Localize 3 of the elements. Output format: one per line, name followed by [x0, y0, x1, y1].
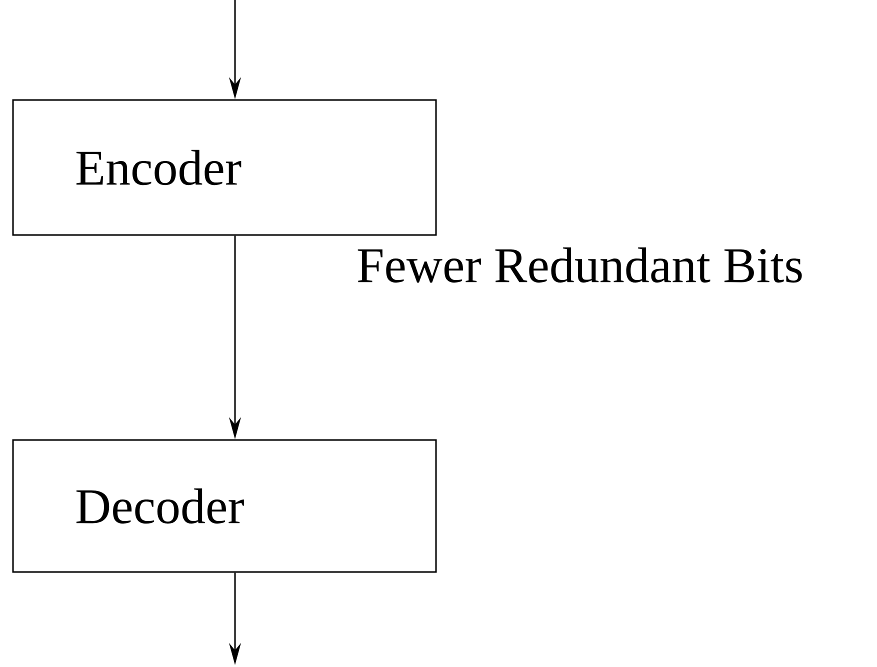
- edge-label: Fewer Redundant Bits: [354, 245, 806, 285]
- process-box: Decoder: [12, 439, 437, 573]
- process-box: Encoder: [12, 99, 437, 236]
